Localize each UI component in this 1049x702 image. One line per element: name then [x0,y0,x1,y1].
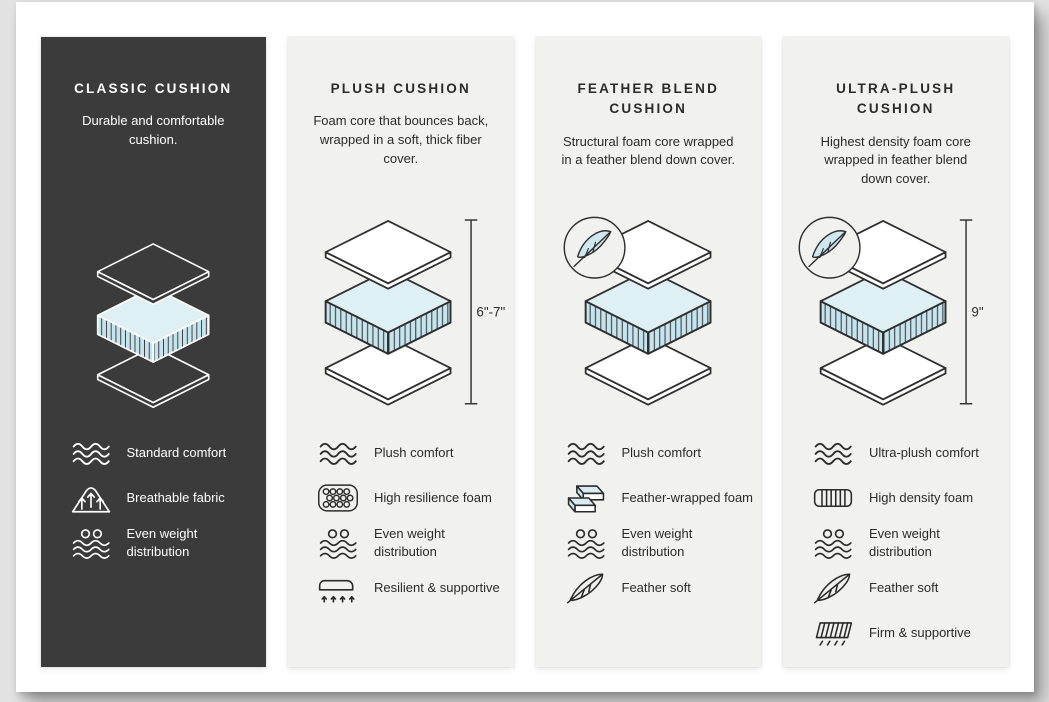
weight-distribution-icon [69,525,113,561]
bricks-icon [564,480,608,516]
feature-item: Feather soft [564,570,762,606]
feature-item: Even weight distribution [69,525,267,561]
cushion-illustration: 6"-7" [288,195,514,427]
column-description: Durable and comfortable cushion. [82,113,225,148]
feature-label: Even weight distribution [621,526,693,559]
feature-item: Feather-wrapped foam [564,480,762,516]
feature-item: Feather soft [811,570,1009,606]
column-header: PLUSH CUSHION Foam core that bounces bac… [288,37,514,195]
feature-label: Feather soft [869,580,939,596]
column-description: Foam core that bounces back, wrapped in … [313,113,489,166]
feature-item: Plush comfort [564,435,762,471]
feature-item: Ultra-plush comfort [811,435,1009,471]
weight-distribution-icon [811,525,855,561]
feature-label: Feather soft [621,580,691,596]
feature-label: High density foam [869,490,974,506]
feature-label: Breathable fabric [126,490,225,506]
column-plush-cushion: PLUSH CUSHION Foam core that bounces bac… [288,37,514,667]
breathable-icon [69,480,113,516]
feature-label: Even weight distribution [869,526,940,559]
column-description: Highest density foam core wrapped in fea… [820,133,971,187]
column-header: FEATHER BLEND CUSHION Structural foam co… [536,37,762,195]
density-icon [811,480,855,516]
foam-cells-icon [316,480,360,516]
dimension-label: 6"-7" [477,304,506,319]
feature-item: Standard comfort [69,435,267,471]
feature-item: High resilience foam [316,480,514,516]
dimension-indicator [959,219,973,405]
infographic-card: CLASSIC CUSHION Durable and comfortable … [15,2,1034,692]
feature-list: Plush comfort Feather-wrapped foam [536,435,762,615]
dimension-label: 9" [972,304,984,319]
cushion-illustration [41,195,267,427]
cushion-illustration [536,195,762,427]
column-ultra-plush-cushion: ULTRA-PLUSH CUSHION Highest density foam… [783,37,1009,667]
feature-label: Standard comfort [126,445,227,461]
column-header: ULTRA-PLUSH CUSHION Highest density foam… [783,37,1009,195]
feature-item: Plush comfort [316,435,514,471]
feature-label: Firm & supportive [869,625,971,641]
wave-icon [811,435,855,471]
cushion-diagram [96,243,210,409]
cushion-diagram: 9" [798,216,984,406]
column-description: Structural foam core wrapped in a feathe… [561,133,735,168]
feature-item: Breathable fabric [69,480,267,516]
column-classic-cushion: CLASSIC CUSHION Durable and comfortable … [40,37,267,667]
feature-label: Plush comfort [621,445,701,461]
feature-list: Ultra-plush comfort High density foam [783,435,1009,660]
feather-badge [798,216,861,279]
column-title: ULTRA-PLUSH CUSHION [836,81,956,117]
firm-icon [811,615,855,651]
column-feather-blend-cushion: FEATHER BLEND CUSHION Structural foam co… [535,37,762,667]
wave-icon [564,435,608,471]
feature-label: Ultra-plush comfort [869,445,979,461]
weight-distribution-icon [316,525,360,561]
feature-list: Standard comfort Breathable fabric [41,435,267,570]
feather-icon [564,570,608,606]
column-title: CLASSIC CUSHION [74,81,233,96]
dimension-indicator [464,219,478,405]
feature-item: Even weight distribution [564,525,762,561]
feature-item: Firm & supportive [811,615,1009,651]
wave-icon [69,435,113,471]
feature-label: Even weight distribution [374,526,445,559]
feature-label: High resilience foam [374,490,492,506]
feather-badge [563,216,626,279]
cushion-diagram [563,216,712,406]
feature-item: Resilient & supportive [316,570,514,606]
feature-item: Even weight distribution [811,525,1009,561]
resilient-icon [316,570,360,606]
weight-distribution-icon [564,525,608,561]
feature-item: High density foam [811,480,1009,516]
cushion-diagram: 6"-7" [324,219,506,406]
feature-label: Resilient & supportive [374,580,500,596]
column-title: FEATHER BLEND CUSHION [577,81,720,117]
feature-item: Even weight distribution [316,525,514,561]
feature-label: Plush comfort [374,445,454,461]
feature-label: Feather-wrapped foam [621,490,754,506]
column-title: PLUSH CUSHION [330,81,471,96]
feather-icon [811,570,855,606]
wave-icon [316,435,360,471]
cushion-illustration: 9" [783,195,1009,427]
column-header: CLASSIC CUSHION Durable and comfortable … [41,37,267,195]
feature-list: Plush comfort High resilience foam [288,435,514,615]
feature-label: Even weight distribution [126,526,198,559]
